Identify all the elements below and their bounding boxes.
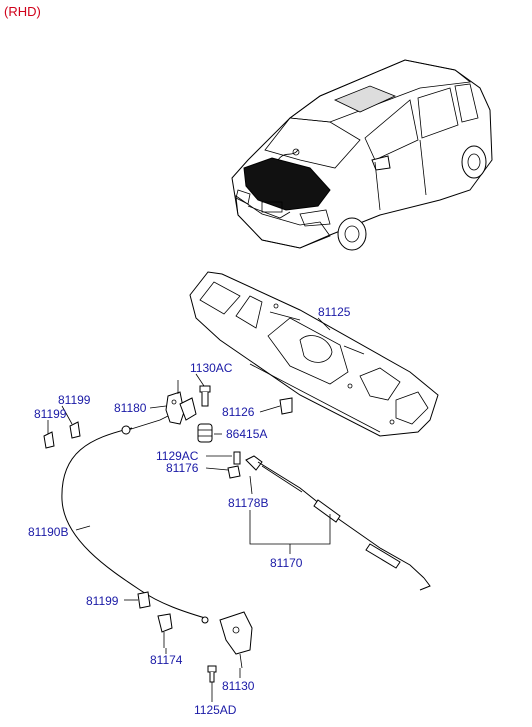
cable-clip-c	[137, 591, 151, 609]
callout-86415a: 86415A	[226, 427, 267, 441]
callout-1125ad: 1125AD	[194, 703, 237, 717]
callout-1129ac: 1129AC	[156, 449, 199, 463]
callout-81199b: 81199	[34, 407, 67, 421]
callout-81125: 81125	[318, 305, 351, 319]
hood-bumper	[279, 397, 293, 415]
bolt-1125ad	[207, 665, 217, 683]
callout-81170: 81170	[270, 556, 303, 570]
leader-81125	[317, 317, 331, 331]
callout-81190b: 81190B	[28, 525, 68, 539]
callout-81199a: 81199	[58, 393, 91, 407]
hood-latch	[219, 611, 253, 669]
release-cable	[61, 427, 206, 619]
cable-holder	[157, 613, 173, 648]
callout-81180: 81180	[114, 401, 147, 415]
hood-stay-rod	[245, 455, 431, 591]
grommet-86415a	[197, 423, 213, 443]
callout-81176: 81176	[166, 461, 199, 475]
callout-1130ac: 1130AC	[190, 361, 233, 375]
variant-label: (RHD)	[4, 4, 41, 19]
leader-81170	[249, 510, 331, 545]
screw-1129ac	[233, 451, 241, 465]
callout-81178b: 81178B	[228, 496, 268, 510]
bolt-1130ac	[199, 385, 211, 407]
hood-insulator-pad	[189, 271, 439, 437]
cable-clip-a	[43, 431, 55, 449]
leader-lines	[47, 373, 281, 702]
bracket-81176	[227, 465, 241, 479]
callout-81199c: 81199	[86, 594, 119, 608]
release-handle	[165, 391, 197, 425]
callout-81126: 81126	[222, 405, 255, 419]
callout-81130: 81130	[222, 679, 255, 693]
cable-clip-b	[69, 421, 81, 439]
vehicle-illustration	[231, 59, 493, 251]
callout-81174: 81174	[150, 653, 183, 667]
